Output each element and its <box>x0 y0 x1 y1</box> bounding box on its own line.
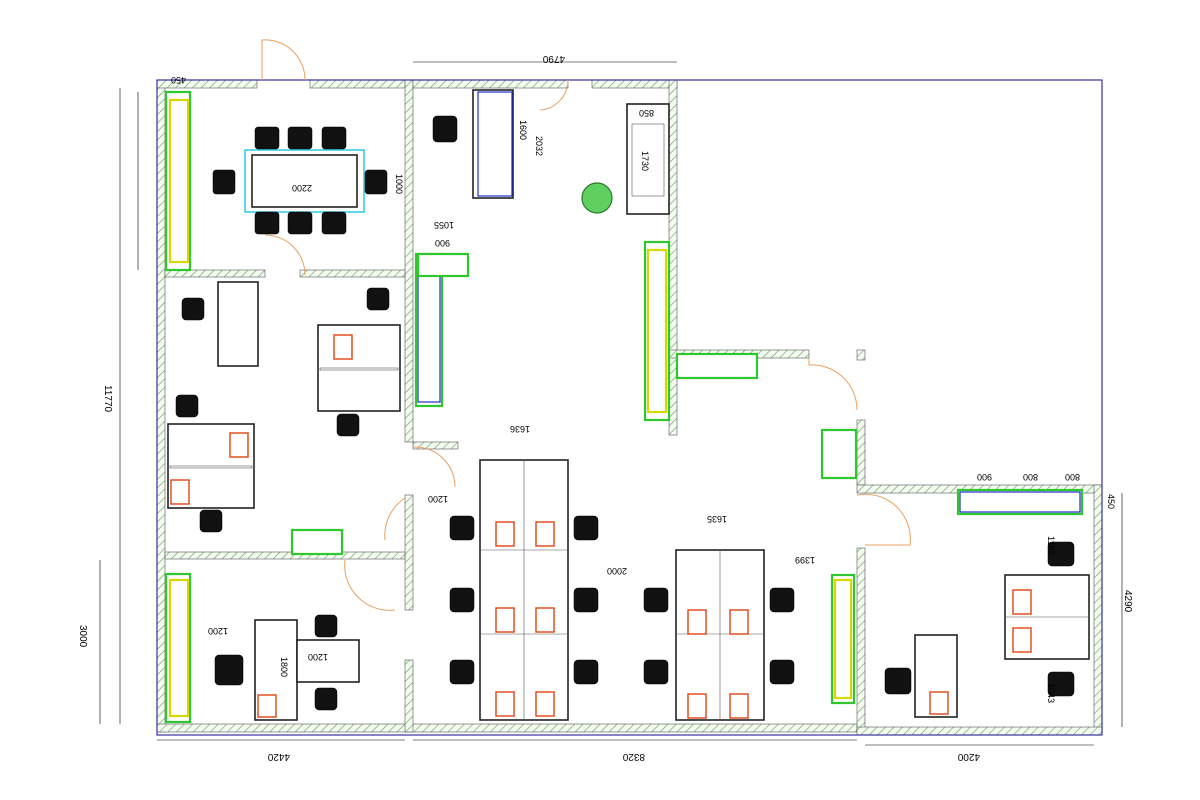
plant-icon <box>581 182 613 214</box>
dim-bottom-8320: 8320 <box>622 751 645 762</box>
dim-top-4790: 4790 <box>542 53 565 64</box>
middle-cabinets <box>414 240 759 422</box>
meeting-chairs <box>212 126 388 235</box>
dim-900-right: 900 <box>977 472 992 482</box>
dim-1055: 1055 <box>434 220 454 230</box>
dim-2200: 2200 <box>292 183 312 193</box>
sofa <box>626 103 670 215</box>
dimension-labels: 450 4790 4420 8320 4200 11770 3000 4290 … <box>77 53 1133 762</box>
chairs-left <box>175 287 390 711</box>
reception-desk <box>432 89 514 199</box>
dim-bottom-4420: 4420 <box>267 751 290 762</box>
workstation-cluster-b <box>675 549 765 721</box>
dim-450-right: 450 <box>1106 494 1116 509</box>
dim-1200-b: 1200 <box>208 626 228 636</box>
dim-1800: 1800 <box>279 657 289 677</box>
dim-1730: 1730 <box>640 151 650 171</box>
dim-800-right2: 800 <box>1065 472 1080 482</box>
dim-bottom-4200: 4200 <box>957 751 980 762</box>
dim-1200-c: 1200 <box>308 652 328 662</box>
dim-1399: 1399 <box>795 555 815 565</box>
doors <box>261 39 911 611</box>
right-middle-cabinets <box>820 428 858 705</box>
dim-800-right1: 800 <box>1023 472 1038 482</box>
dim-1636: 1636 <box>510 424 530 434</box>
dim-1043: 1043 <box>1046 683 1056 703</box>
chairs-middle <box>449 515 795 685</box>
dim-top-450: 450 <box>171 75 186 85</box>
dim-2000: 2000 <box>607 566 627 576</box>
left-cabinets <box>164 90 192 724</box>
dim-2032: 2032 <box>534 136 544 156</box>
workstation-cluster-a <box>479 459 569 721</box>
dim-1600-reception: 1600 <box>518 120 528 140</box>
desks-left <box>167 281 401 721</box>
dimension-lines <box>99 61 1123 746</box>
dim-1162: 1162 <box>1046 536 1056 555</box>
dim-850: 850 <box>639 108 654 118</box>
dim-1000: 1000 <box>394 174 404 194</box>
dim-900-mid: 900 <box>435 238 450 248</box>
right-room-furniture <box>884 488 1090 718</box>
dim-1200-a: 1200 <box>428 494 448 504</box>
dim-right-4290: 4290 <box>1122 590 1133 613</box>
dim-left-11770: 11770 <box>102 385 113 413</box>
meeting-table <box>244 149 365 213</box>
dim-1635: 1635 <box>707 514 727 524</box>
dim-left-3000: 3000 <box>77 625 88 648</box>
